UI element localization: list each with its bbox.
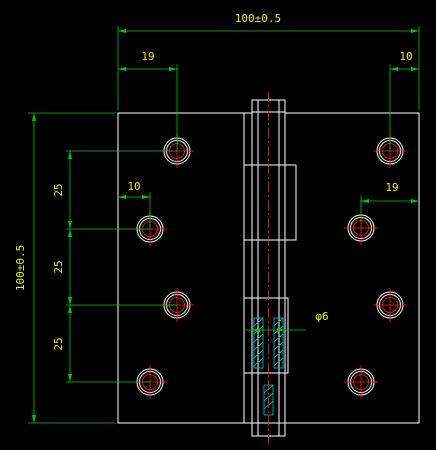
left-mid-offset-label: 10 bbox=[127, 180, 140, 193]
screw-hole bbox=[344, 365, 378, 399]
overall-height-label: 100±0.5 bbox=[14, 245, 27, 291]
overall-width-label: 100±0.5 bbox=[235, 12, 281, 25]
pin-diameter-label: φ6 bbox=[315, 310, 328, 323]
right-mid-offset-label: 19 bbox=[385, 181, 398, 194]
pitch-3-label: 25 bbox=[52, 337, 65, 350]
pitch-2-label: 25 bbox=[52, 260, 65, 273]
left-top-offset-label: 19 bbox=[141, 50, 154, 63]
screw-hole bbox=[373, 288, 407, 322]
pitch-1-label: 25 bbox=[52, 183, 65, 196]
hinge-outline bbox=[117, 99, 420, 437]
dimension-arrows bbox=[32, 29, 419, 423]
right-top-offset-label: 10 bbox=[399, 50, 412, 63]
